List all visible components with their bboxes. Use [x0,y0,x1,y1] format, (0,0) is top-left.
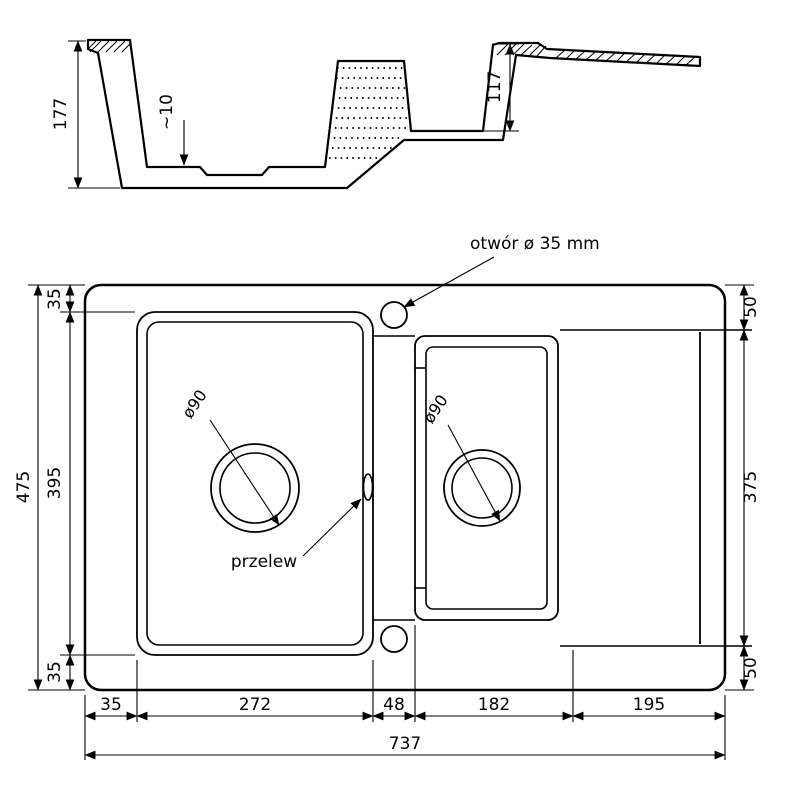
left-basin-inner [146,321,364,646]
drain-circle-right-outer [443,449,521,527]
drain-circle-left-outer [210,443,300,533]
dim-label-48: 48 [383,695,405,715]
hole-note-label: otwór ø 35 mm [470,234,600,254]
drain-left-note: ø90 [178,386,280,526]
right-basin-inner [425,346,548,610]
right-basin-rim [414,335,559,621]
drain-circle-right-inner [451,457,513,519]
overflow-label: przelew [231,552,297,572]
dim-label-375: 375 [741,471,761,503]
drain-right-leader [447,424,501,522]
tap-hole-circle-bottom [380,625,408,653]
tap-hole-circle-top [380,301,408,329]
dim-label-737: 737 [389,734,421,754]
hole-note: otwór ø 35 mm [403,234,600,308]
dim-label-475: 475 [14,471,34,503]
dim-label-10: ~10 [157,94,177,130]
dim-total-width: 737 [84,734,726,760]
drain-left-label: ø90 [178,386,211,422]
drain-left-leader [209,419,280,526]
dim-label-35-bottom: 35 [45,661,65,683]
dim-bottom-row: 35 272 48 182 195 [84,625,726,760]
dim-label-50-bottom: 50 [741,657,761,679]
hatch-drainer-wedge [555,49,696,66]
hole-note-leader [403,256,495,308]
dim-right-column: 50 375 50 [725,284,761,691]
plan-view: otwór ø 35 mm przelew ø90 ø90 475 [14,234,761,760]
dim-section-depth-right: 117 [483,43,519,132]
dim-label-195: 195 [633,695,665,715]
dim-label-35-top: 35 [45,288,65,310]
dim-label-182: 182 [478,695,510,715]
dim-total-height: 475 [14,284,85,691]
dim-label-50-top: 50 [741,296,761,318]
overflow-leader [302,498,362,557]
dim-section-depth-left: 177 [51,40,120,189]
dim-label-272: 272 [239,695,271,715]
stipple-divider [328,67,409,159]
drain-circle-left-inner [219,452,291,524]
dim-label-35-width: 35 [100,695,122,715]
sink-outer-outline [83,283,727,692]
hatch-right-rim [496,43,547,57]
overflow-slot [362,473,374,501]
dim-left-column: 35 395 35 [45,284,135,691]
left-basin-rim [136,311,374,656]
dim-label-117: 117 [485,71,505,103]
overflow-note: przelew [231,498,362,572]
dim-label-395: 395 [45,467,65,499]
drain-right-note: ø90 [419,391,501,522]
drain-right-label: ø90 [419,391,452,427]
dim-label-177: 177 [51,98,71,130]
dim-section-bottom-slope: ~10 [157,94,189,166]
cross-section-view: 177 ~10 117 [51,38,702,190]
hatch-left-flange [88,40,131,53]
section-profile [86,38,702,190]
